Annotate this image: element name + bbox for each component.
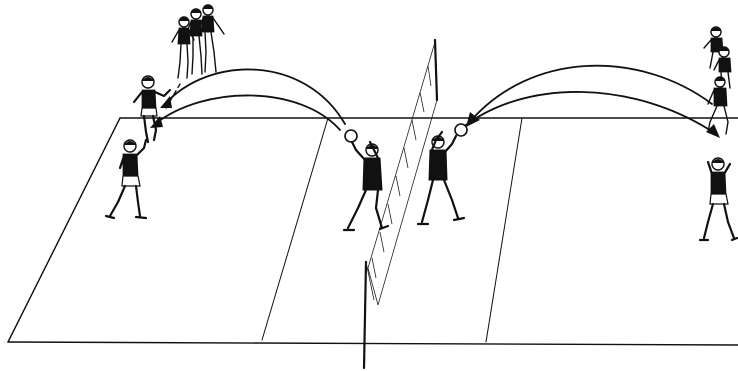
arc-left-lower	[155, 95, 340, 130]
net-top-band	[368, 42, 435, 268]
arc-right-lower	[462, 92, 716, 134]
attack-line-left	[262, 118, 328, 340]
trajectories	[150, 66, 720, 138]
attack-line-right	[486, 118, 522, 342]
player-left-feeder	[134, 76, 170, 142]
net-post-near	[364, 262, 366, 368]
arrowhead-left-upper	[160, 96, 172, 108]
court-near-sideline	[8, 342, 738, 345]
net-post-far	[435, 40, 437, 100]
player-center-right	[418, 132, 464, 224]
queue-player-3	[199, 5, 224, 72]
player-left-receiver	[106, 140, 146, 218]
player-right-receiver	[700, 158, 737, 240]
court-left-endline	[8, 118, 120, 342]
player-queue-left	[166, 5, 224, 108]
ball-right	[455, 124, 467, 136]
arc-left-upper	[165, 69, 345, 124]
ball-left	[345, 130, 357, 142]
arc-right-upper	[468, 66, 712, 124]
queue-right-player-3	[708, 77, 728, 134]
net-side-tape	[366, 262, 378, 305]
player-center-left	[344, 142, 388, 230]
